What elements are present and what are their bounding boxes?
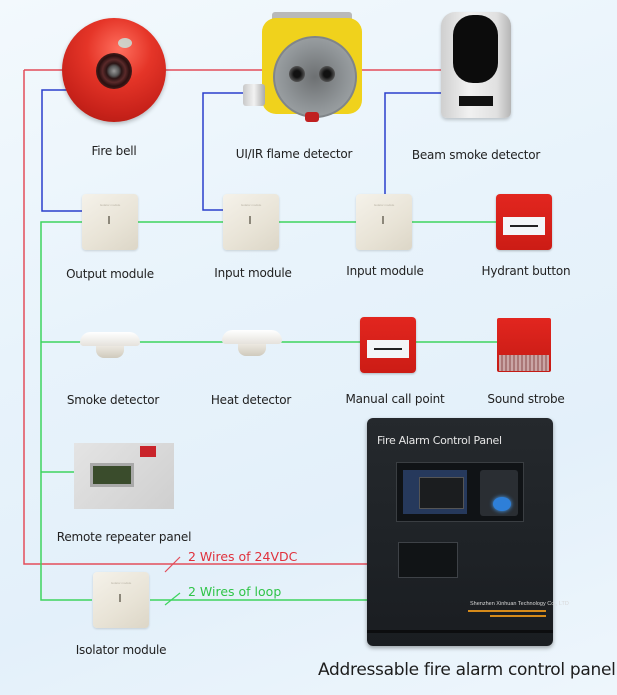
remote-repeater-label: Remote repeater panel xyxy=(56,530,192,544)
output-module-icon: Isolator module xyxy=(82,194,138,250)
control-panel-lcd xyxy=(419,477,464,509)
sound-strobe-label: Sound strobe xyxy=(487,392,565,406)
hydrant-button-icon xyxy=(496,194,552,250)
control-panel-title: Fire Alarm Control Panel xyxy=(377,434,502,447)
signal-wire-flame xyxy=(202,92,253,211)
manual-call-point-label: Manual call point xyxy=(345,392,445,406)
fire-bell-label: Fire bell xyxy=(91,144,137,158)
loop-wire-tick xyxy=(164,592,181,606)
heat-detector-label: Heat detector xyxy=(210,393,292,407)
heat-detector-icon xyxy=(222,330,282,344)
panel-base xyxy=(367,630,553,633)
power-wire-tick xyxy=(164,556,181,573)
smoke-detector-base xyxy=(96,346,124,358)
fire-bell-striker-icon xyxy=(96,53,132,89)
input-module-icon: Isolator module xyxy=(223,194,279,250)
isolator-module-icon: Isolator module xyxy=(93,572,149,628)
panel-stripe xyxy=(468,610,546,612)
module-face-text: Isolator module xyxy=(110,581,132,585)
input-module-icon: Isolator module xyxy=(356,194,412,250)
repeater-lcd xyxy=(90,463,134,487)
smoke-detector-label: Smoke detector xyxy=(66,393,160,407)
flame-detector-face xyxy=(273,36,357,118)
call-point-arrow xyxy=(374,348,402,350)
beam-detector-plate xyxy=(459,96,493,106)
hydrant-button-arrow xyxy=(510,225,538,227)
module-face-text: Isolator module xyxy=(240,203,262,207)
module-led xyxy=(249,216,251,224)
hydrant-button-label: Hydrant button xyxy=(481,264,571,278)
control-panel-icon xyxy=(367,418,553,646)
signal-wire-beam xyxy=(384,92,443,195)
flame-lens-icon xyxy=(289,66,305,82)
beam-detector-label: Beam smoke detector xyxy=(411,148,541,162)
sound-strobe-grill xyxy=(499,355,549,371)
flame-lens-icon xyxy=(319,66,335,82)
input-module-2-label: Input module xyxy=(346,264,424,278)
module-led xyxy=(108,216,110,224)
output-module-label: Output module xyxy=(66,267,154,281)
module-led xyxy=(382,216,384,224)
module-led xyxy=(119,594,121,602)
cable-gland-icon xyxy=(243,84,265,106)
repeater-logo-icon xyxy=(140,446,156,457)
manual-call-point-icon xyxy=(360,317,416,373)
control-panel-printer xyxy=(398,542,458,578)
fire-bell-shine xyxy=(118,38,132,48)
control-panel-company: Shenzhen Xinhuan Technology Co., LTD xyxy=(470,601,569,607)
isolator-module-label: Isolator module xyxy=(75,643,167,657)
diagram-caption: Addressable fire alarm control panel xyxy=(318,660,616,680)
panel-stripe xyxy=(490,615,546,617)
module-face-text: Isolator module xyxy=(373,203,395,207)
loop-wire-label: 2 Wires of loop xyxy=(188,584,282,599)
smoke-detector-icon xyxy=(80,332,140,346)
flame-detector-plug xyxy=(305,112,319,122)
signal-wire-bell xyxy=(41,89,82,212)
flame-detector-label: UI/IR flame detector xyxy=(235,147,353,161)
power-wire-label: 2 Wires of 24VDC xyxy=(188,549,298,564)
heat-detector-base xyxy=(238,344,266,356)
beam-detector-window xyxy=(453,15,498,83)
input-module-1-label: Input module xyxy=(214,266,292,280)
power-wire-left xyxy=(23,70,367,565)
module-face-text: Isolator module xyxy=(99,203,121,207)
control-panel-nav-button-icon xyxy=(493,497,511,511)
